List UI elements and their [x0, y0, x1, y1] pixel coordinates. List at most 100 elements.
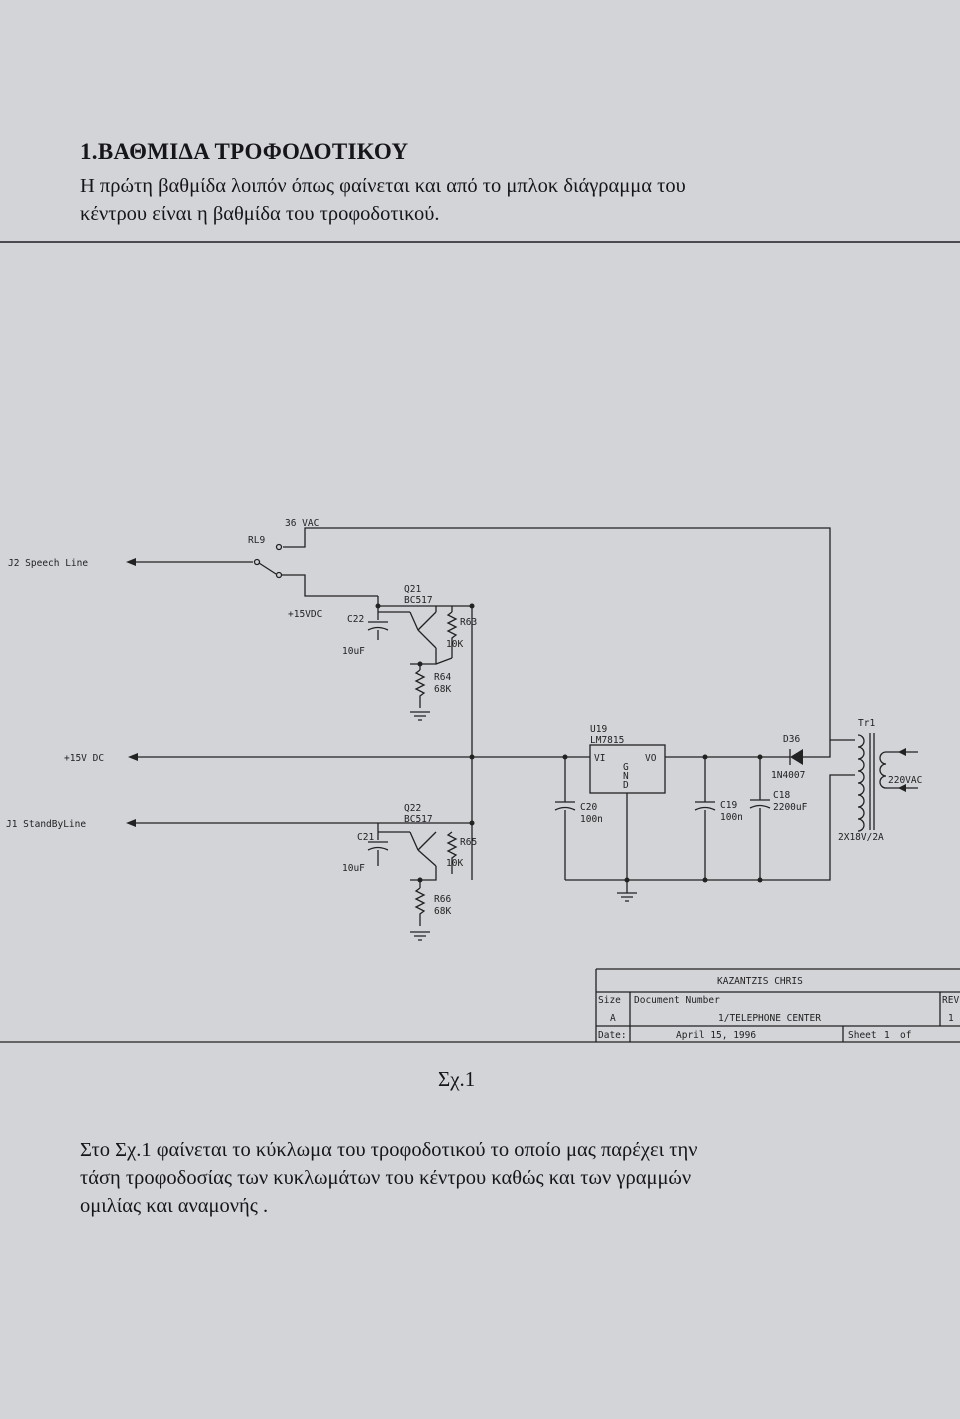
- label-r64-value: 68K: [434, 684, 451, 695]
- label-c19-value: 100n: [720, 812, 743, 823]
- q22-collector: [417, 831, 437, 851]
- label-vi: VI: [594, 753, 605, 764]
- figure-caption: Σχ.1: [438, 1067, 476, 1091]
- title-block-author: KAZANTZIS CHRIS: [717, 976, 803, 987]
- relay-contact-3: [275, 571, 283, 579]
- label-tr1: Tr1: [858, 718, 875, 729]
- junction-dot: [624, 877, 630, 883]
- title-block-size-label: Size: [598, 995, 621, 1006]
- junction-dot: [757, 754, 763, 760]
- arrow-j2: [126, 558, 136, 566]
- junction-dot: [417, 661, 423, 667]
- description-line-3: ομιλίας και αναμονής .: [80, 1195, 269, 1217]
- junction-dot: [469, 603, 475, 609]
- label-c20-value: 100n: [580, 814, 603, 825]
- label-r63: R63: [460, 617, 477, 628]
- label-d36: D36: [783, 734, 800, 745]
- arrow-220vac-bottom: [898, 784, 906, 792]
- label-vo: VO: [645, 753, 657, 764]
- title-block-rev-label: REV: [942, 995, 959, 1006]
- label-220vac: 220VAC: [888, 775, 922, 786]
- r64-resistor: [414, 669, 426, 708]
- power-supply-schematic: J2 Speech Line J1 StandByLine +15V DC 36…: [0, 518, 960, 1043]
- label-c22: C22: [347, 614, 364, 625]
- label-q21: Q21: [404, 584, 421, 595]
- description-line-2: τάση τροφοδοσίας των κυκλωμάτων του κέντ…: [80, 1167, 692, 1189]
- c21-plate-bottom: [367, 846, 389, 851]
- label-r65-value: 10K: [446, 858, 463, 869]
- title-block-date: April 15, 1996: [676, 1030, 756, 1041]
- label-gnd-n: N: [623, 771, 629, 782]
- r63-resistor: [446, 611, 458, 658]
- label-rl9: RL9: [248, 535, 265, 546]
- label-u19: U19: [590, 724, 607, 735]
- label-15v-dc: +15V DC: [64, 753, 104, 764]
- title-block-sheet: 1: [884, 1030, 890, 1041]
- c20-plate-bottom: [554, 806, 576, 811]
- label-c21-value: 10uF: [342, 863, 365, 874]
- label-q21-type: BC517: [404, 595, 433, 606]
- title-block-date-label: Date:: [598, 1030, 627, 1041]
- wire-r63: [410, 648, 437, 665]
- label-trafo-rating: 2X18V/2A: [838, 832, 884, 843]
- label-q22-type: BC517: [404, 814, 433, 825]
- title-block-doc-label: Document Number: [634, 995, 720, 1006]
- relay-contact-2: [275, 543, 283, 551]
- label-c18-value: 2200uF: [773, 802, 808, 813]
- arrow-j1: [126, 819, 136, 827]
- wire-r63-bottom: [435, 657, 453, 665]
- diode-d36: [790, 749, 803, 765]
- label-gnd-g: G: [623, 762, 629, 773]
- label-j2: J2 Speech Line: [8, 558, 88, 569]
- label-36vac: 36 VAC: [285, 518, 319, 529]
- label-r65: R65: [460, 837, 477, 848]
- title-block-rev: 1: [948, 1013, 954, 1024]
- title-block-doc: 1/TELEPHONE CENTER: [718, 1013, 821, 1024]
- title-block: KAZANTZIS CHRIS Size Document Number REV…: [595, 968, 960, 1042]
- q22-body: [409, 831, 419, 851]
- c18-plate-bottom: [749, 804, 771, 809]
- title-block-of: of: [900, 1030, 911, 1041]
- label-gnd-d: D: [623, 780, 629, 791]
- wire-ground-rail: [565, 774, 855, 881]
- label-c22-value: 10uF: [342, 646, 365, 657]
- trafo-secondary-coil: [857, 734, 865, 832]
- r65-resistor: [446, 831, 458, 874]
- junction-dot: [757, 877, 763, 883]
- title-block-size: A: [610, 1013, 616, 1024]
- junction-dot: [469, 820, 475, 826]
- q21-body: [409, 611, 419, 631]
- label-c19: C19: [720, 800, 737, 811]
- ground-2: [617, 892, 637, 902]
- label-q22: Q22: [404, 803, 421, 814]
- relay-arm: [258, 562, 277, 575]
- intro-line-2: κέντρου είναι η βαθμίδα του τροφοδοτικού…: [80, 203, 440, 225]
- label-r63-value: 10K: [446, 639, 463, 650]
- wire-relay-15vdc: [282, 574, 378, 597]
- junction-dot: [702, 754, 708, 760]
- q21-emitter: [417, 629, 437, 649]
- label-c21: C21: [357, 832, 374, 843]
- label-c20: C20: [580, 802, 597, 813]
- r66-resistor: [414, 887, 426, 926]
- c22-plate-bottom: [367, 626, 389, 631]
- c19-plate-bottom: [694, 806, 716, 811]
- description-paragraph: Στο Σχ.1 φαίνεται το κύκλωμα του τροφοδο…: [80, 1136, 940, 1220]
- q22-emitter: [417, 849, 437, 867]
- wire-36vac: [283, 527, 831, 740]
- section-heading: 1.ΒΑΘΜΙΔΑ ΤΡΟΦΟΔΟΤΙΚΟΥ: [80, 139, 409, 164]
- junction-dot: [469, 754, 475, 760]
- arrow-15vdc: [128, 753, 138, 761]
- label-r66: R66: [434, 894, 451, 905]
- description-line-1: Στο Σχ.1 φαίνεται το κύκλωμα του τροφοδο…: [80, 1139, 698, 1161]
- junction-dot: [702, 877, 708, 883]
- junction-dot: [562, 754, 568, 760]
- relay-contact-1: [253, 558, 261, 566]
- ground-1: [410, 711, 430, 721]
- wire-r65: [410, 866, 437, 881]
- label-u19-type: LM7815: [590, 735, 624, 746]
- label-j1: J1 StandByLine: [6, 819, 86, 830]
- trafo-primary-coil: [879, 751, 887, 789]
- arrow-220vac-top: [898, 748, 906, 756]
- label-c18: C18: [773, 790, 790, 801]
